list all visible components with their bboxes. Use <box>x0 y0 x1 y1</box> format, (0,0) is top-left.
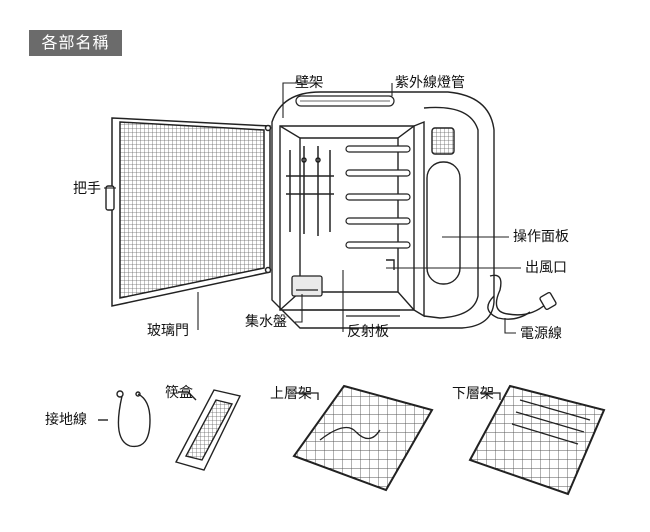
cabinet-body <box>271 91 495 329</box>
label-air-outlet: 出風口 <box>525 260 567 276</box>
uv-lamp-tube <box>295 95 395 107</box>
label-ground-wire: 接地線 <box>45 412 87 428</box>
label-upper-rack: 上層架 <box>270 386 312 402</box>
label-glass-door: 玻璃門 <box>147 323 189 339</box>
leader-lines <box>104 82 521 334</box>
label-lower-rack: 下層架 <box>452 386 494 402</box>
air-outlet-vent <box>386 259 395 270</box>
label-handle: 把手 <box>73 181 101 197</box>
header-title: 各部名稱 <box>29 30 122 56</box>
label-chopstick-box: 筷盒 <box>165 385 193 401</box>
wall-rack <box>286 146 334 236</box>
label-drip-tray: 集水盤 <box>245 314 287 330</box>
lower-rack <box>468 384 606 496</box>
door-handle <box>105 185 115 211</box>
chopstick-box <box>174 389 242 471</box>
label-reflector: 反射板 <box>347 324 389 340</box>
label-uv-lamp: 紫外線燈管 <box>395 75 465 91</box>
ground-wire <box>98 390 151 448</box>
label-power-cord: 電源線 <box>520 326 562 342</box>
drip-tray <box>291 275 323 297</box>
reflector-shelves <box>345 145 411 249</box>
label-rack-wall: 壁架 <box>295 75 323 91</box>
vent-grille <box>431 127 455 155</box>
power-cord <box>487 274 557 320</box>
upper-rack <box>292 384 434 492</box>
label-control-panel: 操作面板 <box>513 229 569 245</box>
glass-door <box>111 117 272 307</box>
